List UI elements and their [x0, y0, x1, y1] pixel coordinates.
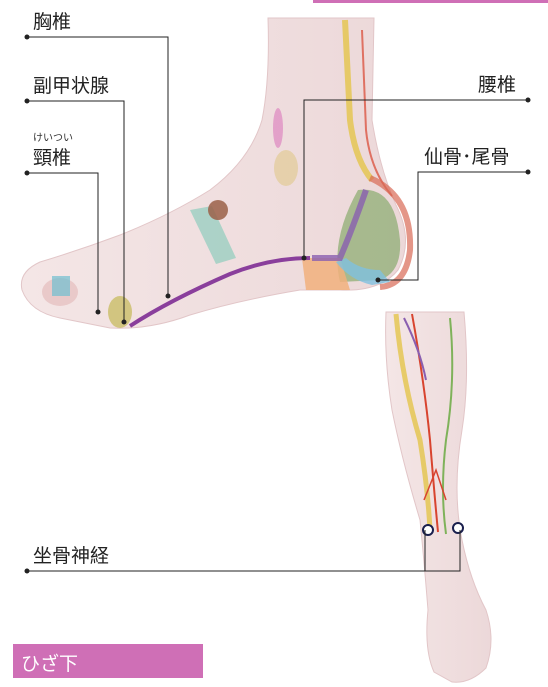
label-sciatic: 坐骨神経	[33, 541, 109, 568]
label-lumbar: 腰椎	[478, 70, 516, 97]
section-tab-label: ひざ下	[21, 649, 78, 676]
label-sacrum-coccyx: 仙骨･尾骨	[424, 142, 510, 169]
section-tab: ひざ下	[13, 644, 203, 678]
label-thoracic: 胸椎	[33, 7, 71, 34]
label-cervical: 頸椎	[33, 143, 71, 170]
label-parathyroid: 副甲状腺	[33, 71, 109, 98]
lower-leg-front-view	[386, 312, 491, 682]
label-cervical-ruby: けいつい	[33, 129, 73, 144]
